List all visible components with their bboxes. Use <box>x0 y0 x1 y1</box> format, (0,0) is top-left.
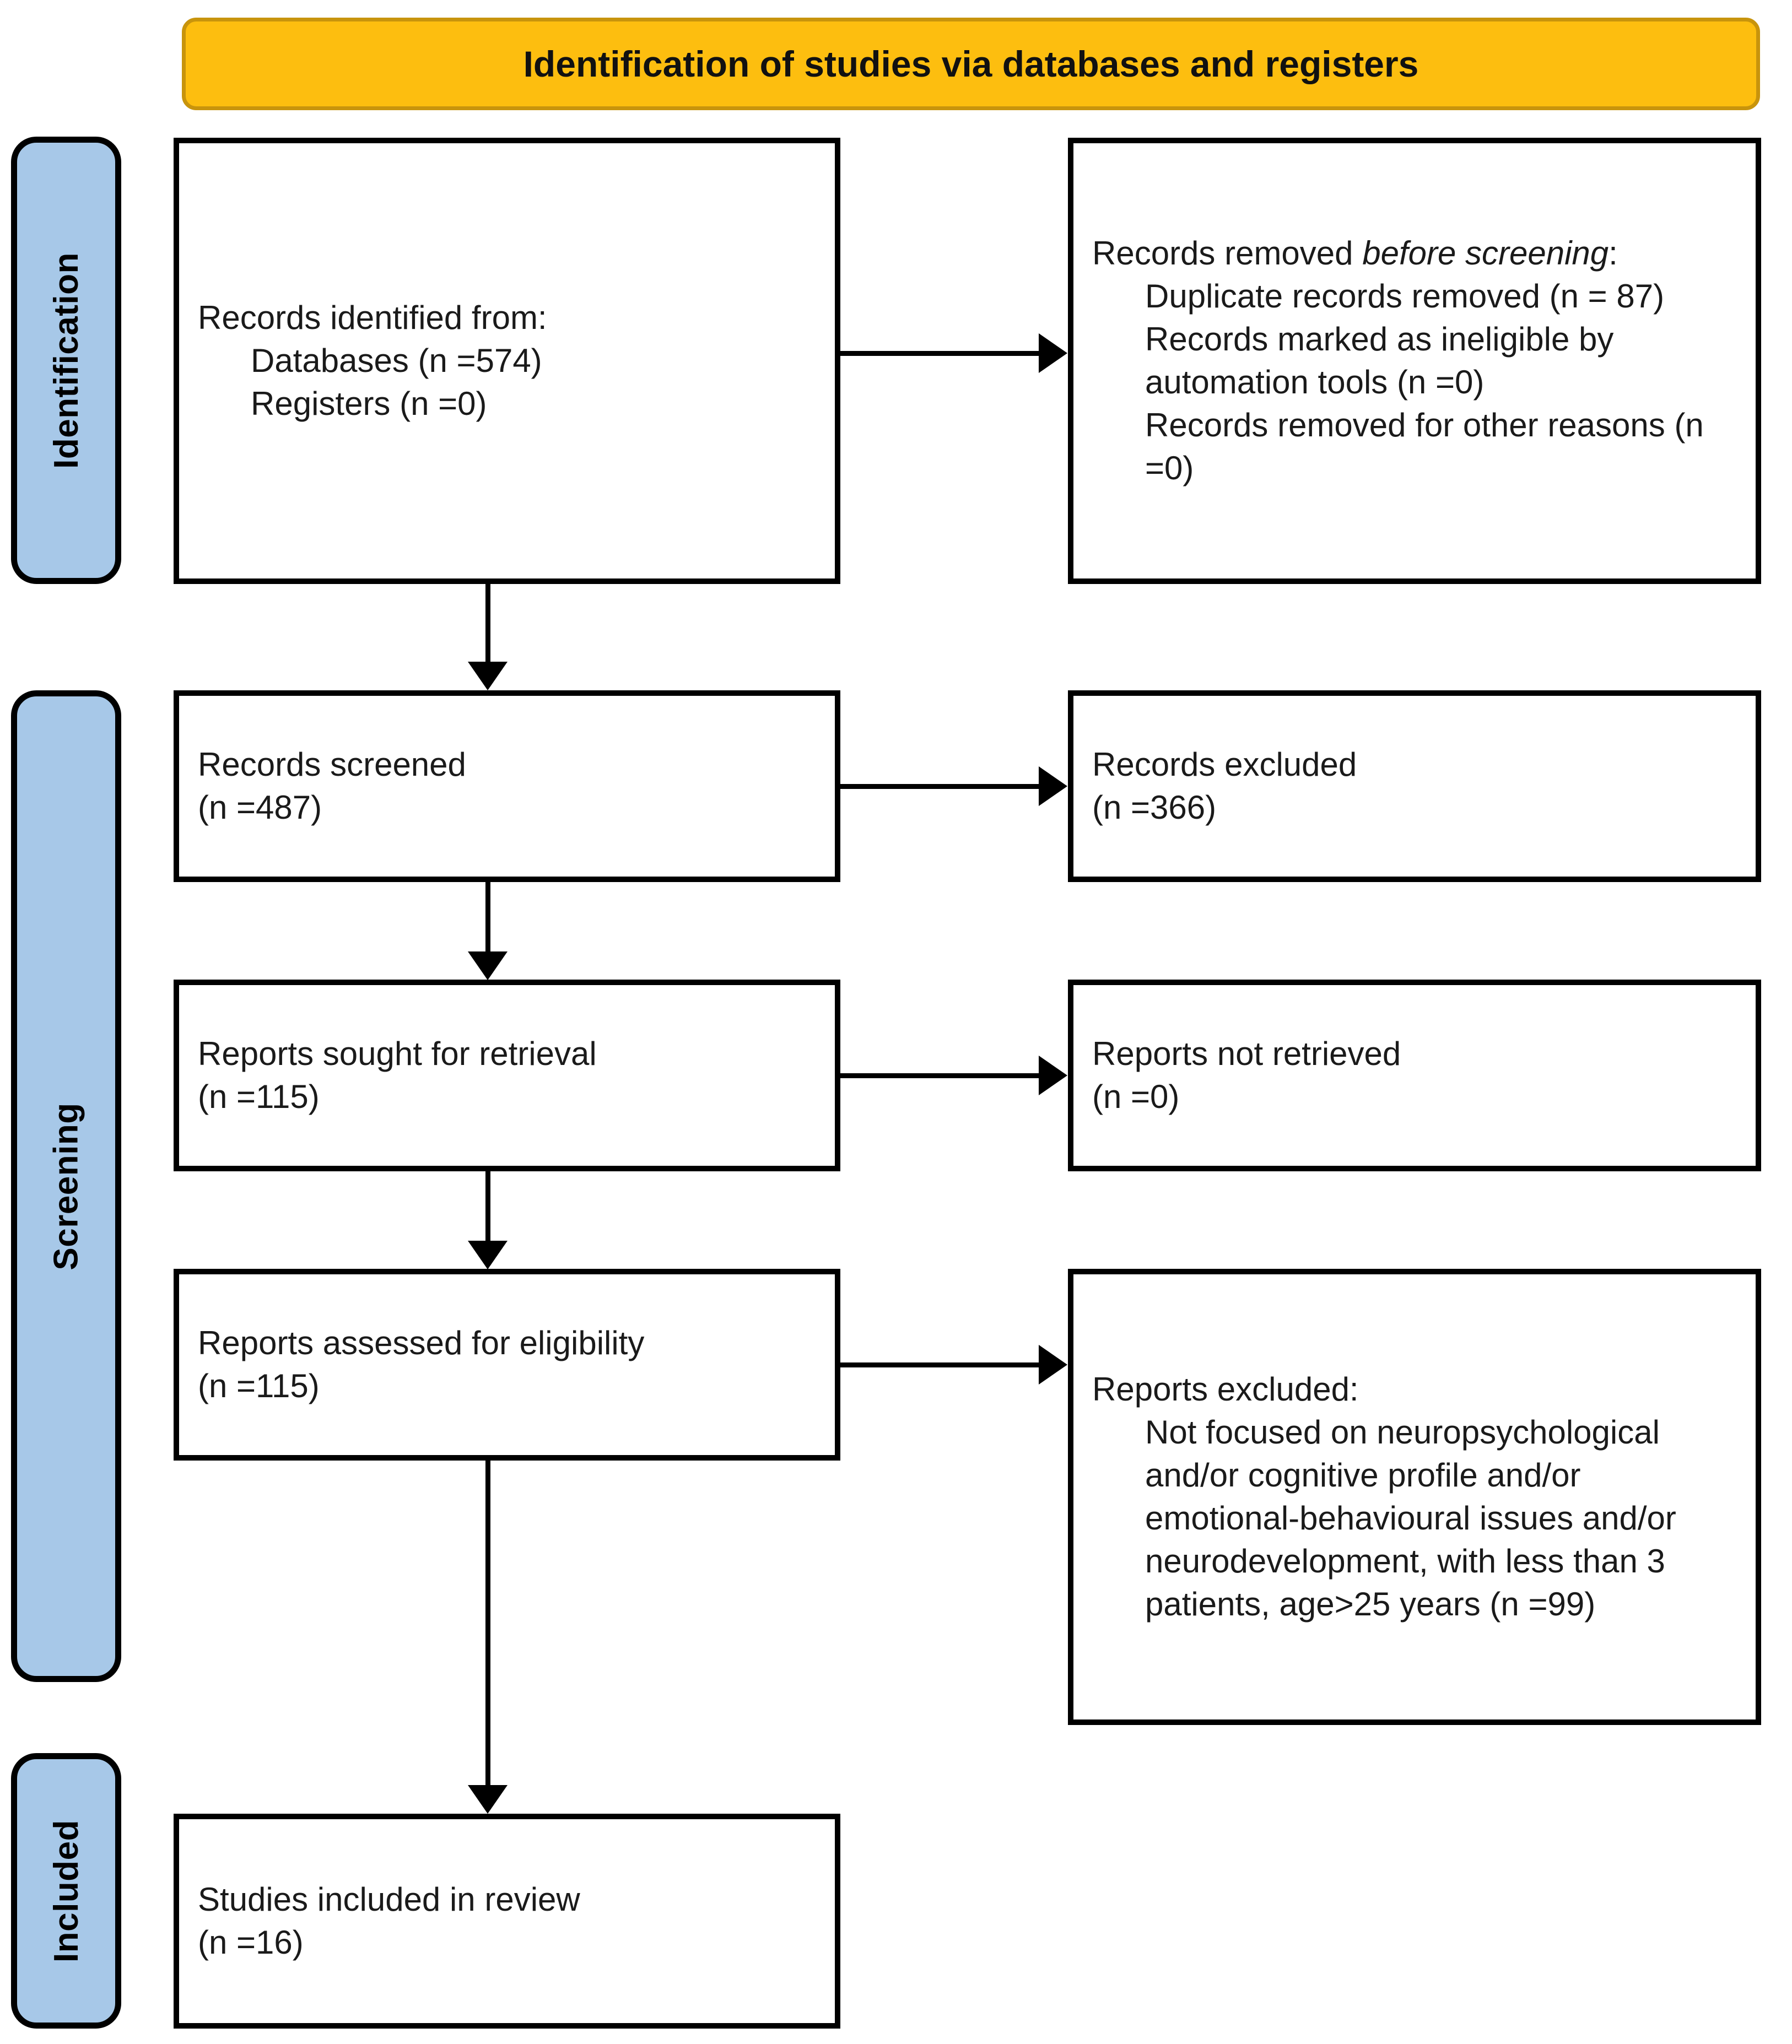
records-removed-heading-italic: before screening <box>1362 235 1609 272</box>
reports-not-retrieved-count: (n =0) <box>1092 1078 1180 1115</box>
reports-sought-count: (n =115) <box>198 1078 320 1115</box>
records-identified-heading: Records identified from: <box>198 299 547 336</box>
arrowhead-assessed-to-included <box>468 1785 508 1814</box>
records-excluded-count: (n =366) <box>1092 789 1217 826</box>
records-screened-heading: Records screened <box>198 746 466 783</box>
stage-label-included: Included <box>47 1819 85 1962</box>
box-records-screened: Records screened (n =487) <box>174 690 840 882</box>
box-studies-included-in-review: Studies included in review (n =16) <box>174 1814 840 2029</box>
records-identified-registers: Registers (n =0) <box>251 385 487 422</box>
connector-identified-to-screened <box>485 584 490 664</box>
connector-screened-to-sought <box>485 882 490 955</box>
records-removed-automation: Records marked as ineligible by automati… <box>1145 321 1614 401</box>
arrowhead-identified-to-screened <box>468 662 508 690</box>
box-reports-excluded: Reports excluded: Not focused on neurops… <box>1068 1269 1761 1725</box>
stage-pill-screening: Screening <box>11 690 121 1682</box>
box-reports-sought-text: Reports sought for retrieval (n =115) <box>179 1032 835 1118</box>
connector-assessed-to-included <box>485 1461 490 1788</box>
arrowhead-screened-to-excluded <box>1039 766 1067 806</box>
records-removed-heading: Records removed before screening: <box>1092 235 1618 272</box>
box-records-removed-before-screening: Records removed before screening: Duplic… <box>1068 138 1761 584</box>
stage-label-identification: Identification <box>47 252 85 469</box>
box-records-excluded: Records excluded (n =366) <box>1068 690 1761 882</box>
records-removed-duplicates: Duplicate records removed (n = 87) <box>1145 278 1665 315</box>
arrowhead-identified-to-removed <box>1039 333 1067 373</box>
diagram-title-banner: Identification of studies via databases … <box>182 18 1760 110</box>
records-excluded-heading: Records excluded <box>1092 746 1357 783</box>
connector-sought-to-assessed <box>485 1171 490 1244</box>
page-title: Identification of studies via databases … <box>523 43 1419 84</box>
reports-excluded-heading: Reports excluded: <box>1092 1371 1359 1408</box>
box-records-excluded-text: Records excluded (n =366) <box>1073 743 1756 829</box>
box-reports-not-retrieved: Reports not retrieved (n =0) <box>1068 980 1761 1171</box>
box-records-screened-text: Records screened (n =487) <box>179 743 835 829</box>
box-reports-assessed-text: Reports assessed for eligibility (n =115… <box>179 1322 835 1408</box>
arrowhead-screened-to-sought <box>468 951 508 980</box>
box-records-identified-text: Records identified from: Databases (n =5… <box>179 296 835 425</box>
arrowhead-assessed-to-reports-excluded <box>1039 1345 1067 1385</box>
stage-pill-identification: Identification <box>11 137 121 584</box>
studies-included-heading: Studies included in review <box>198 1881 580 1918</box>
records-removed-other: Records removed for other reasons (n =0) <box>1145 407 1704 486</box>
reports-assessed-heading: Reports assessed for eligibility <box>198 1324 645 1361</box>
box-reports-sought-for-retrieval: Reports sought for retrieval (n =115) <box>174 980 840 1171</box>
studies-included-count: (n =16) <box>198 1924 304 1961</box>
connector-screened-to-excluded <box>840 784 1039 789</box>
connector-assessed-to-reports-excluded <box>840 1362 1039 1367</box>
box-records-identified: Records identified from: Databases (n =5… <box>174 138 840 584</box>
records-identified-databases: Databases (n =574) <box>251 342 542 379</box>
box-reports-excluded-text: Reports excluded: Not focused on neurops… <box>1073 1368 1756 1626</box>
box-records-removed-text: Records removed before screening: Duplic… <box>1073 232 1756 490</box>
records-screened-count: (n =487) <box>198 789 322 826</box>
reports-not-retrieved-heading: Reports not retrieved <box>1092 1035 1401 1072</box>
box-reports-assessed-for-eligibility: Reports assessed for eligibility (n =115… <box>174 1269 840 1461</box>
box-reports-not-retrieved-text: Reports not retrieved (n =0) <box>1073 1032 1756 1118</box>
stage-pill-included: Included <box>11 1753 121 2029</box>
reports-assessed-count: (n =115) <box>198 1367 320 1404</box>
stage-label-screening: Screening <box>47 1102 85 1270</box>
connector-identified-to-removed <box>840 351 1039 356</box>
connector-sought-to-not-retrieved <box>840 1073 1039 1078</box>
arrowhead-sought-to-not-retrieved <box>1039 1056 1067 1095</box>
arrowhead-sought-to-assessed <box>468 1241 508 1269</box>
box-studies-included-text: Studies included in review (n =16) <box>179 1878 835 1964</box>
reports-excluded-reason: Not focused on neuropsychological and/or… <box>1145 1414 1676 1623</box>
reports-sought-heading: Reports sought for retrieval <box>198 1035 597 1072</box>
